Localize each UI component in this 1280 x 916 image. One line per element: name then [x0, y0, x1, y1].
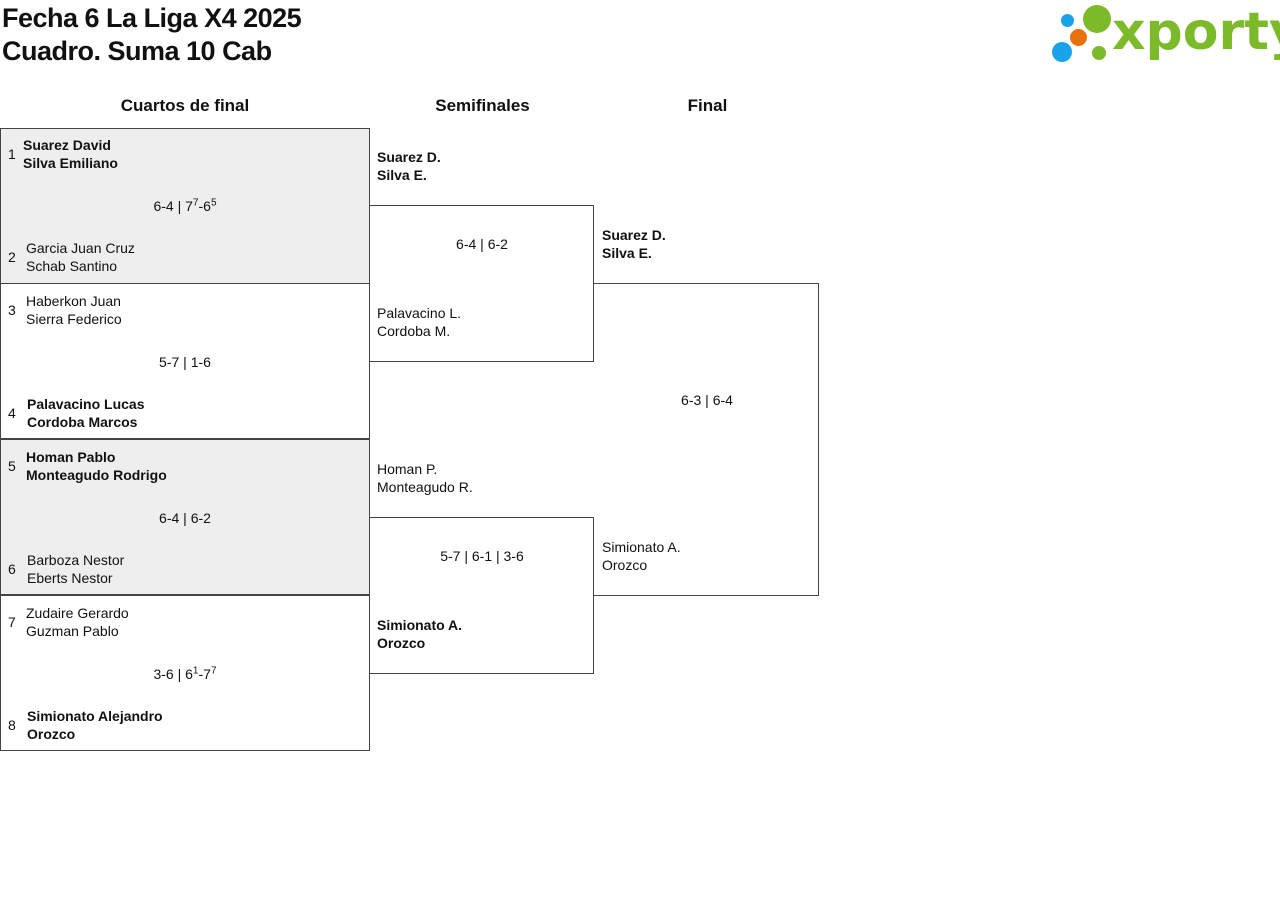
page-title: Fecha 6 La Liga X4 2025: [2, 3, 302, 33]
logo-text: xporty: [1112, 2, 1280, 62]
seed-number: 6: [8, 561, 16, 577]
seed-number: 5: [8, 458, 16, 474]
semifinal-1-score: 6-4 | 6-2: [456, 236, 508, 252]
player-name: Orozco: [602, 557, 648, 573]
player-name: Simionato A.: [602, 539, 681, 555]
player-name: Silva Emiliano: [23, 155, 118, 171]
round-header-quarterfinals: Cuartos de final: [120, 96, 250, 115]
match-score: 5-7 | 1-6: [159, 354, 211, 370]
player-name: Orozco: [27, 726, 76, 742]
semifinal-2-score: 5-7 | 6-1 | 3-6: [440, 548, 524, 564]
player-name: Silva E.: [377, 167, 427, 183]
quarterfinal-match-1: 1 Suarez David Silva Emiliano 6-4 | 77-6…: [0, 128, 370, 284]
semifinal-bracket-2: [369, 517, 594, 674]
team-pair: Barboza Nestor Eberts Nestor: [27, 551, 124, 587]
player-name: Homan Pablo: [26, 449, 116, 465]
player-name: Monteagudo R.: [377, 479, 473, 495]
match-score: 3-6 | 61-77: [153, 665, 217, 682]
player-name: Monteagudo Rodrigo: [26, 467, 167, 483]
seed-number: 2: [8, 249, 16, 265]
semifinal-bracket-1: [369, 205, 594, 362]
player-name: Guzman Pablo: [26, 623, 119, 639]
player-name: Cordoba M.: [377, 323, 451, 339]
seed-number: 4: [8, 405, 16, 421]
round-header-final: Final: [687, 96, 728, 115]
round-header-semifinals: Semifinales: [435, 96, 530, 115]
team-pair-winner: Suarez David Silva Emiliano: [23, 136, 118, 172]
team-pair-winner: Palavacino Lucas Cordoba Marcos: [27, 395, 145, 431]
quarterfinal-match-3: 5 Homan Pablo Monteagudo Rodrigo 6-4 | 6…: [0, 439, 370, 595]
semifinal-2-team-top: Homan P. Monteagudo R.: [377, 460, 473, 496]
semifinal-2-team-bottom: Simionato A. Orozco: [377, 616, 462, 652]
player-name: Schab Santino: [26, 258, 118, 274]
player-name: Palavacino L.: [377, 305, 462, 321]
quarterfinal-match-2: 3 Haberkon Juan Sierra Federico 5-7 | 1-…: [0, 283, 370, 439]
player-name: Homan P.: [377, 461, 438, 477]
player-name: Silva E.: [602, 245, 652, 261]
team-pair-winner: Homan Pablo Monteagudo Rodrigo: [26, 448, 167, 484]
player-name: Zudaire Gerardo: [26, 605, 129, 621]
logo-dot-green-small: [1092, 46, 1106, 60]
semifinal-1-team-top: Suarez D. Silva E.: [377, 148, 441, 184]
player-name: Cordoba Marcos: [27, 414, 138, 430]
logo-dot-orange: [1070, 29, 1087, 46]
seed-number: 3: [8, 302, 16, 318]
player-name: Simionato A.: [377, 617, 463, 633]
final-bracket: [594, 283, 819, 596]
seed-number: 7: [8, 614, 16, 630]
player-name: Barboza Nestor: [27, 552, 125, 568]
player-name: Palavacino Lucas: [27, 396, 145, 412]
final-team-bottom: Simionato A. Orozco: [602, 538, 681, 574]
player-name: Suarez David: [23, 137, 111, 153]
team-pair: Garcia Juan Cruz Schab Santino: [26, 239, 135, 275]
player-name: Orozco: [377, 635, 426, 651]
final-team-top: Suarez D. Silva E.: [602, 226, 666, 262]
xporty-logo[interactable]: xporty: [1050, 2, 1280, 68]
player-name: Garcia Juan Cruz: [26, 240, 135, 256]
logo-dot-green: [1083, 5, 1111, 33]
seed-number: 8: [8, 717, 16, 733]
page-subtitle: Cuadro. Suma 10 Cab: [2, 36, 272, 66]
player-name: Sierra Federico: [26, 311, 122, 327]
match-score: 6-4 | 6-2: [159, 510, 211, 526]
player-name: Suarez D.: [377, 149, 441, 165]
player-name: Eberts Nestor: [27, 570, 113, 586]
player-name: Haberkon Juan: [26, 293, 121, 309]
team-pair: Haberkon Juan Sierra Federico: [26, 292, 122, 328]
semifinal-1-team-bottom: Palavacino L. Cordoba M.: [377, 304, 461, 340]
match-score: 6-4 | 77-65: [153, 197, 217, 214]
player-name: Suarez D.: [602, 227, 666, 243]
quarterfinal-match-4: 7 Zudaire Gerardo Guzman Pablo 3-6 | 61-…: [0, 595, 370, 751]
seed-number: 1: [8, 146, 16, 162]
player-name: Simionato Alejandro: [27, 708, 163, 724]
team-pair: Zudaire Gerardo Guzman Pablo: [26, 604, 129, 640]
logo-dot-blue-large: [1052, 42, 1072, 62]
logo-dot-blue: [1061, 14, 1074, 27]
final-score: 6-3 | 6-4: [681, 392, 733, 408]
team-pair-winner: Simionato Alejandro Orozco: [27, 707, 163, 743]
